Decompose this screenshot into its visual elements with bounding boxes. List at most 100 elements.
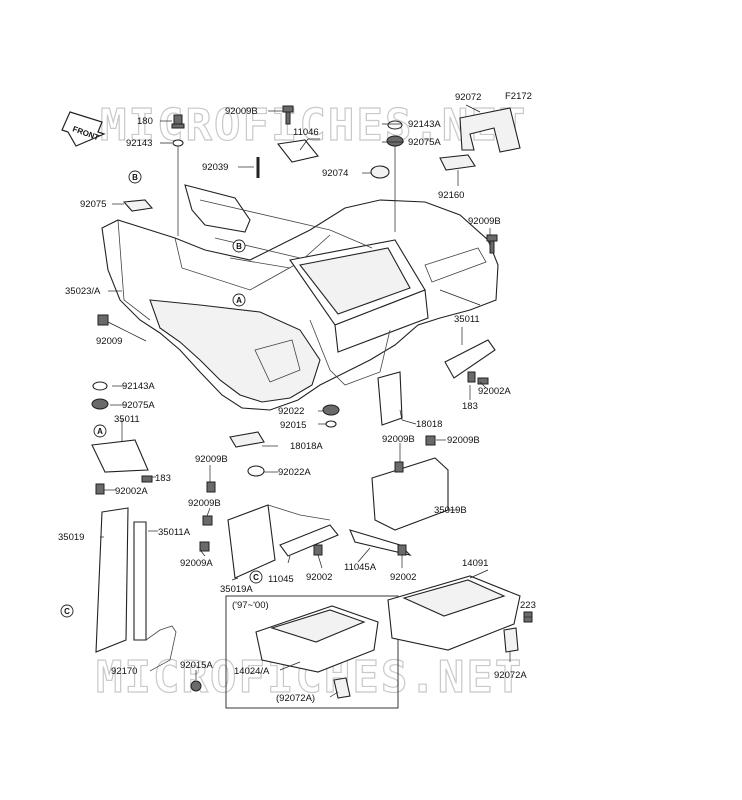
strap-92072A (503, 627, 519, 653)
grommet-92075A-left (91, 398, 109, 410)
label-183-left: 183 (155, 473, 171, 484)
label-35019: 35019 (58, 532, 84, 543)
label-92002-b: 92002 (390, 572, 416, 583)
label-92009B-b1: 92009B (382, 434, 415, 445)
leader-lines (100, 104, 532, 698)
label-92009B-b2: 92009B (447, 435, 480, 446)
label-35011A: 35011A (158, 527, 191, 538)
label-92039: 92039 (202, 162, 228, 173)
label-11045A: 11045A (344, 562, 377, 573)
variant-box (225, 595, 399, 709)
ref-circle-a-mid: A (232, 293, 246, 307)
bracket-35011-left (91, 439, 149, 473)
label-92015: 92015 (280, 420, 306, 431)
mud-flap-35019 (95, 507, 177, 661)
label-92072A: 92072A (494, 670, 527, 681)
label-180: 180 (137, 116, 153, 127)
svg-text:A: A (97, 427, 103, 436)
nut-183-left (141, 475, 153, 483)
label-92143A-top: 92143A (408, 119, 441, 130)
label-14024-a: 14024/A (234, 666, 270, 677)
pad-92075 (122, 199, 154, 212)
handle-92072 (459, 107, 521, 153)
rear-fender (101, 184, 499, 411)
label-92009B-a2: 92009B (188, 498, 221, 509)
label-14091: 14091 (462, 558, 488, 569)
label-183-right: 183 (462, 401, 478, 412)
label-92075: 92075 (80, 199, 106, 210)
collar-92015A (190, 680, 202, 692)
bolt-92009A (199, 541, 210, 552)
pad-92160 (439, 154, 476, 171)
bracket-18018 (377, 371, 403, 426)
bolt-92009B-a1 (206, 481, 216, 493)
label-92160: 92160 (438, 190, 464, 201)
label-223: 223 (520, 600, 536, 611)
figure-code: F2172 (505, 91, 532, 102)
bracket-35019B (371, 457, 449, 531)
label-92074: 92074 (322, 168, 348, 179)
label-18018: 18018 (416, 419, 442, 430)
bolt-180 (171, 114, 185, 129)
bolt-92009 (97, 314, 109, 326)
svg-text:B: B (236, 242, 242, 251)
bracket-35019A (227, 504, 331, 579)
label-18018A: 18018A (290, 441, 323, 452)
svg-text:B: B (132, 173, 138, 182)
label-35011-left: 35011 (114, 414, 140, 425)
bolt-92002-b (397, 544, 407, 556)
ref-circle-c-mid: C (249, 570, 263, 584)
label-92072: 92072 (455, 92, 481, 103)
bolt-92002A-right (467, 371, 476, 383)
label-92015A: 92015A (180, 660, 213, 671)
label-35023-a: 35023/A (65, 286, 101, 297)
pad-18018A (229, 431, 265, 448)
grommet-92022 (322, 404, 340, 416)
washer-92143A-left (92, 381, 108, 391)
ref-circle-b-mid: B (232, 239, 246, 253)
bracket-11046 (276, 139, 319, 163)
stay-11045A (349, 529, 412, 556)
label-92002A-left: 92002A (115, 486, 148, 497)
label-92022: 92022 (278, 406, 304, 417)
label-92143A-left: 92143A (122, 381, 155, 392)
bolt-92002A-left (95, 483, 105, 495)
label-92075A-top: 92075A (408, 137, 441, 148)
label-92075A-left: 92075A (122, 400, 155, 411)
label-92009B-top: 92009B (225, 106, 258, 117)
label-92009A: 92009A (180, 558, 213, 569)
seat-14091 (387, 575, 521, 651)
cap-92074 (370, 165, 390, 179)
strap-92072A-box (333, 677, 351, 699)
nut-183-right (477, 377, 489, 385)
svg-text:C: C (253, 573, 259, 582)
svg-text:A: A (236, 296, 242, 305)
label-35019A: 35019A (220, 584, 253, 595)
bolt-92009B-b2 (425, 435, 436, 446)
label-92143: 92143 (126, 138, 152, 149)
label-92002A-right: 92002A (478, 386, 511, 397)
label-92072A-paren: (92072A) (276, 693, 315, 704)
collar-92015 (325, 420, 337, 428)
label-92170: 92170 (111, 666, 137, 677)
svg-text:C: C (64, 607, 70, 616)
washer-92143 (172, 139, 184, 147)
label-92009B-a1: 92009B (195, 454, 228, 465)
bolt-92009B-top (282, 105, 294, 125)
label-92009B-right: 92009B (468, 216, 501, 227)
label-92009: 92009 (96, 336, 122, 347)
bolt-92009B-right (486, 234, 498, 254)
stay-11045 (279, 524, 339, 557)
label-11045: 11045 (268, 574, 294, 585)
ref-circle-a-left: A (93, 424, 107, 438)
label-35019B: 35019B (434, 505, 467, 516)
seat-14024 (255, 605, 379, 673)
label-11046: 11046 (293, 127, 319, 138)
label-variant-note: ('97~'00) (232, 600, 269, 611)
grommet-92075A-top (386, 135, 404, 147)
washer-92143A-top (387, 120, 403, 130)
label-35011-right: 35011 (454, 314, 480, 325)
part-labels: 92009B 180 92143 11046 92039 92075 35023… (58, 92, 536, 704)
